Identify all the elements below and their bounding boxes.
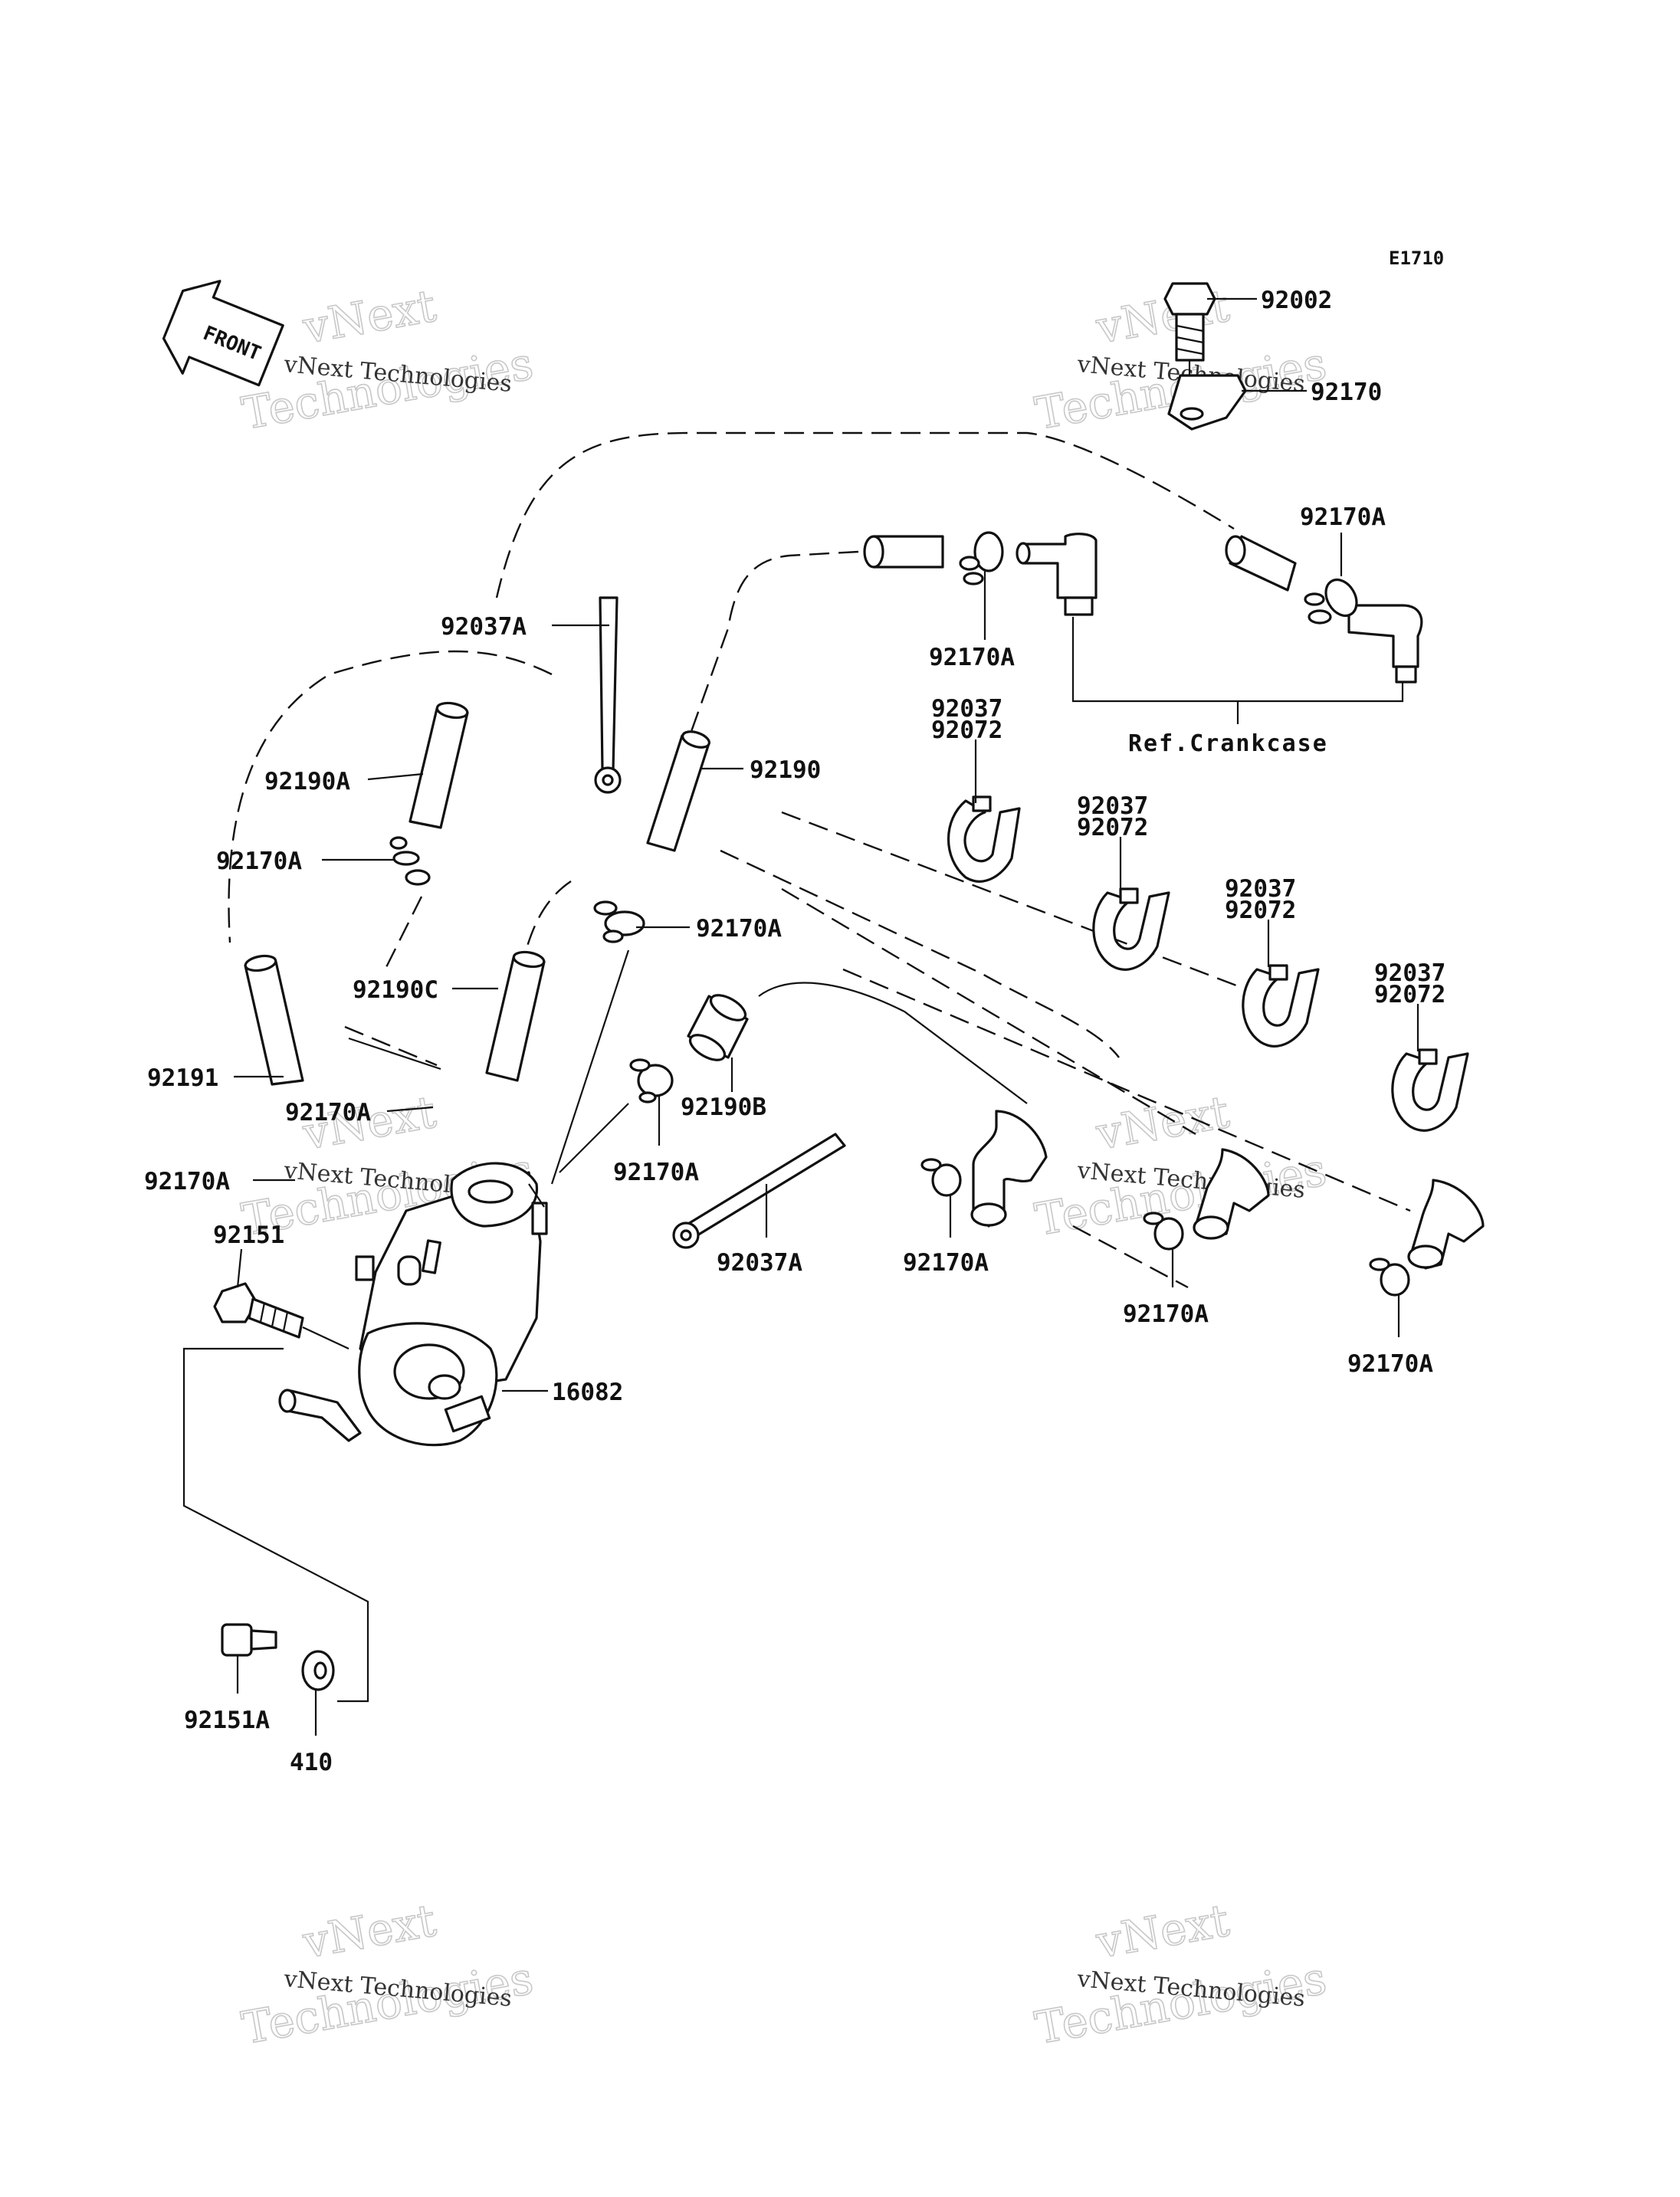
callout-92190: 92190	[750, 756, 821, 784]
elbow-hose-3	[1407, 1179, 1485, 1270]
hose-routing-lines	[228, 431, 1411, 1289]
svg-text:vNext: vNext	[299, 280, 440, 354]
callout-92170A-left-upper: 92170A	[216, 848, 302, 875]
clamp2-code-a: 92037	[1077, 792, 1148, 820]
clamp-4	[1391, 1048, 1469, 1132]
svg-text:vNext: vNext	[1092, 1086, 1233, 1160]
callout-92170A-row1: 92170A	[903, 1249, 989, 1277]
elbow-hose-2	[1193, 1148, 1270, 1240]
callout-92190C: 92190C	[353, 976, 438, 1004]
diagram-code: E1710	[1389, 248, 1444, 269]
callout-92190B: 92190B	[681, 1094, 766, 1121]
pipe-top-mid	[863, 535, 944, 569]
callout-92170A-center: 92170A	[696, 915, 782, 943]
callout-92170A-row2: 92170A	[1123, 1300, 1209, 1328]
leader-lines	[234, 297, 1419, 1736]
clip-92170A-row3	[1369, 1258, 1410, 1297]
callout-410: 410	[290, 1749, 333, 1776]
clamp2-code-b: 92072	[1077, 814, 1148, 841]
washer-410	[301, 1650, 335, 1691]
oil-pump-16082	[278, 1162, 548, 1447]
elbow-fitting-right	[1347, 604, 1423, 684]
clamp1-code-a: 92037	[931, 695, 1002, 723]
callout-92170A-left-mid: 92170A	[285, 1099, 371, 1126]
clip-92170A-mid	[629, 1058, 674, 1103]
clip-92170A-left-upper	[389, 836, 431, 886]
callout-92037A-bottom: 92037A	[717, 1249, 802, 1277]
clip-92170A-row2	[1143, 1212, 1184, 1251]
clip-92170A-right	[1304, 578, 1358, 625]
clamp4-code-a: 92037	[1374, 959, 1445, 987]
bolt-group-bracket	[182, 1347, 369, 1703]
hose-92190	[646, 730, 710, 852]
callout-92037A-top: 92037A	[441, 613, 527, 641]
hose-top-right	[1225, 535, 1297, 592]
front-arrow-icon: FRONT	[162, 280, 284, 387]
callout-16082: 16082	[552, 1379, 623, 1406]
callout-92170A-row3: 92170A	[1347, 1350, 1433, 1378]
callout-92151A: 92151A	[184, 1707, 270, 1734]
strap-92037A-bottom	[672, 1133, 846, 1249]
hose-92191	[244, 954, 304, 1086]
clamp3-code-b: 92072	[1225, 897, 1296, 924]
callout-92191: 92191	[147, 1064, 218, 1092]
callout-92170A-top-right: 92170A	[1300, 503, 1386, 531]
svg-text:vNext: vNext	[299, 1894, 440, 1969]
clip-92170A-top-mid	[959, 531, 1004, 585]
clamp4-code-b: 92072	[1374, 981, 1445, 1008]
callout-92170A-top-mid: 92170A	[929, 644, 1015, 671]
clamp3-code-a: 92037	[1225, 875, 1296, 903]
clamp-3	[1242, 964, 1320, 1048]
bolt-92002	[1163, 282, 1216, 398]
strap-92037A-top	[594, 596, 622, 794]
svg-text:vNext: vNext	[1092, 1894, 1233, 1969]
callout-92170A-left-low: 92170A	[144, 1168, 230, 1195]
bracket-92170	[1167, 374, 1247, 431]
watermark-bottom-left: vNext Technologies vNext Technologies	[238, 1894, 537, 2055]
clip-92170A-center	[593, 900, 645, 943]
callout-92170: 92170	[1311, 379, 1382, 406]
hose-92190B	[687, 994, 749, 1061]
elbow-fitting-mid	[1016, 533, 1098, 616]
bolt-92151	[213, 1282, 349, 1349]
hose-92190A	[409, 701, 469, 829]
callout-92170A-mid: 92170A	[613, 1159, 699, 1186]
elbow-hose-1	[970, 1110, 1048, 1228]
clamp1-code-b: 92072	[931, 716, 1002, 744]
callout-92151: 92151	[213, 1221, 284, 1249]
watermark-bottom-right: vNext Technologies vNext Technologies	[1031, 1894, 1331, 2055]
clamp-1	[947, 795, 1021, 883]
watermark-mid-right: vNext Technologies vNext Technologies	[1031, 1085, 1331, 1247]
clip-92170A-row1	[920, 1158, 962, 1197]
hose-92190C	[485, 950, 546, 1082]
callout-92002: 92002	[1261, 287, 1332, 314]
callout-92190A: 92190A	[264, 768, 350, 795]
watermark-top-left: vNext Technologies vNext Technologies	[238, 279, 537, 441]
clamp-2	[1092, 887, 1170, 971]
screw-92151A	[221, 1623, 277, 1657]
ref-crankcase-note: Ref.Crankcase	[1128, 730, 1328, 757]
